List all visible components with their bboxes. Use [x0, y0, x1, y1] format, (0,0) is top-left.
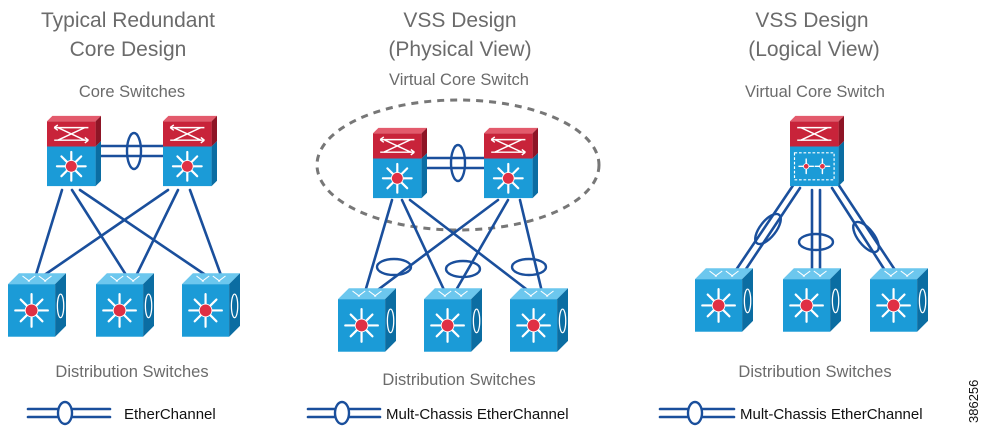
vss-boundary	[315, 98, 601, 232]
column-title-line-2: (Logical View)	[748, 38, 880, 61]
distribution-switch-icon	[182, 272, 240, 338]
core-switches-label: Core Switches	[79, 83, 185, 101]
core-uplinks	[363, 198, 544, 294]
distribution-switches-label: Distribution Switches	[382, 371, 535, 389]
distribution-switch-icon	[870, 267, 928, 333]
core-switch-icon	[47, 114, 101, 188]
vss-interconnect-etherchannel	[422, 143, 490, 183]
column-title-line-1: VSS Design	[403, 9, 516, 32]
legend-multi-chassis-etherchannel: Mult-Chassis EtherChannel	[658, 400, 923, 426]
column-title-line-2: Core Design	[70, 38, 187, 61]
vss-switch-icon	[790, 115, 844, 187]
distribution-switch-icon	[695, 267, 753, 333]
core-switch-icon	[163, 114, 217, 188]
distribution-switches-label: Distribution Switches	[55, 363, 208, 381]
column-title-line-1: Typical Redundant	[41, 9, 215, 32]
column-vss-logical: VSS Design (Logical View) Virtual Core S…	[658, 9, 928, 426]
core-uplinks	[33, 188, 224, 280]
legend-label: EtherChannel	[124, 406, 216, 423]
core-switch-icon	[484, 126, 538, 200]
column-title-line-1: VSS Design	[755, 9, 868, 32]
core-switch-icon	[373, 126, 427, 200]
legend-label: Mult-Chassis EtherChannel	[740, 406, 923, 423]
virtual-core-switch-label: Virtual Core Switch	[745, 83, 885, 101]
virtual-core-switch-label: Virtual Core Switch	[389, 71, 529, 89]
distribution-switch-icon	[783, 267, 841, 333]
distribution-switch-icon	[424, 287, 482, 353]
column-typical-redundant: Typical Redundant Core Design Core Switc…	[8, 9, 240, 426]
legend-label: Mult-Chassis EtherChannel	[386, 406, 569, 423]
figure-id: 386256	[966, 380, 981, 423]
core-interconnect-etherchannel	[98, 131, 170, 171]
distribution-switch-icon	[8, 272, 66, 338]
distribution-switch-icon	[96, 272, 154, 338]
multi-chassis-etherchannel-bundles	[375, 257, 548, 279]
distribution-switches-label: Distribution Switches	[738, 363, 891, 381]
column-vss-physical: VSS Design (Physical View) Virtual Core …	[306, 9, 601, 426]
column-title-line-2: (Physical View)	[388, 38, 531, 61]
legend-etherchannel: EtherChannel	[26, 400, 216, 426]
distribution-switch-icon	[510, 287, 568, 353]
distribution-switch-icon	[338, 287, 396, 353]
legend-multi-chassis-etherchannel: Mult-Chassis EtherChannel	[306, 400, 569, 426]
logical-uplinks	[734, 182, 897, 274]
